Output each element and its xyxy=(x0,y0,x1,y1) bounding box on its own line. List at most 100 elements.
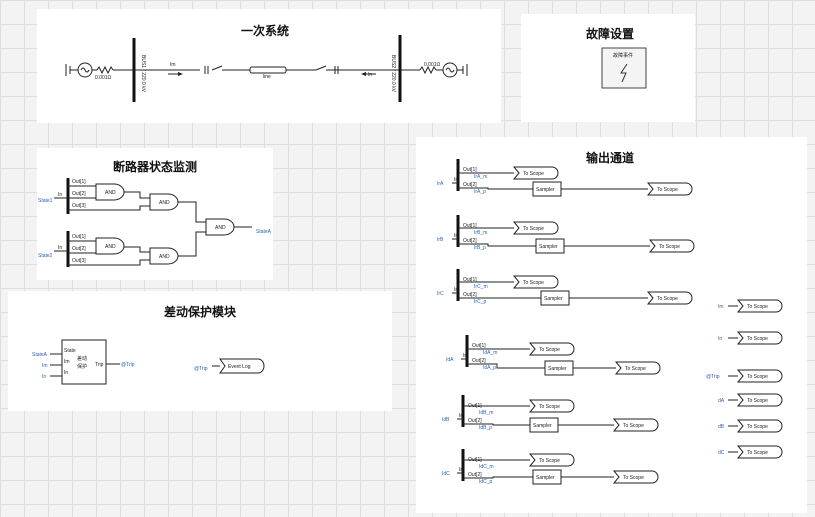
m-signal-idc: IdC_m xyxy=(479,464,494,470)
port-trip: Trip xyxy=(95,362,104,368)
fault-event-label: 故障事件 xyxy=(613,52,633,59)
event-log-input: @Trip xyxy=(194,366,208,372)
port-state: State xyxy=(64,348,76,354)
signal-input-idc: IdC xyxy=(442,471,450,477)
and-gate-2[interactable] xyxy=(149,193,179,211)
breaker-right[interactable] xyxy=(286,65,400,74)
left-source[interactable] xyxy=(65,62,134,78)
scope-p-idb[interactable] xyxy=(612,418,659,432)
single-scope-4[interactable] xyxy=(736,419,783,433)
scope-m-idb[interactable] xyxy=(528,399,575,413)
s1-out1: Out[1] xyxy=(72,179,86,185)
and-gate-1[interactable] xyxy=(95,183,125,201)
m-signal-irc: IrC_m xyxy=(474,284,488,290)
state2-in-label: In xyxy=(58,245,62,251)
single-signal-2: @Trip xyxy=(706,374,720,380)
scope-m-ira[interactable] xyxy=(512,166,559,180)
signal-input-ira: IrA xyxy=(437,181,444,187)
out2-label: Out[2] xyxy=(463,292,477,298)
scope-p-ira-label: To Scope xyxy=(657,187,678,193)
p-signal-irc: IrC_p xyxy=(474,299,486,305)
scope-p-irb-label: To Scope xyxy=(659,244,680,250)
single-scope-0[interactable] xyxy=(736,299,783,313)
scope-m-irc[interactable] xyxy=(512,275,559,289)
right-source-resistance: 0.001Ω xyxy=(424,62,441,68)
output-channel-title: 输出通道 xyxy=(585,151,634,165)
scope-p-ida-label: To Scope xyxy=(625,366,646,372)
single-scope-5-label: To Scope xyxy=(747,450,768,456)
left-source-resistance: 0.001Ω xyxy=(95,75,112,81)
out1-label: Out[1] xyxy=(463,277,477,283)
scope-p-idc[interactable] xyxy=(612,470,659,484)
meas-in-arrow xyxy=(361,72,366,76)
s2-out2: Out[2] xyxy=(72,246,86,252)
sampler-label: Sampler xyxy=(536,475,555,481)
scope-m-idc[interactable] xyxy=(528,453,575,467)
sampler-label: Sampler xyxy=(544,296,563,302)
scope-m-ida[interactable] xyxy=(528,342,575,356)
and-gate-2-label: AND xyxy=(159,200,170,206)
scope-p-idc-label: To Scope xyxy=(623,475,644,481)
out2-label: Out[2] xyxy=(463,182,477,188)
sampler-label: Sampler xyxy=(548,366,567,372)
state1-in-label: In xyxy=(58,192,62,198)
diff-block-text-2: 保护 xyxy=(77,363,87,370)
meas-im-arrow xyxy=(178,72,183,76)
and-gate-1-label: AND xyxy=(105,190,116,196)
single-scope-1[interactable] xyxy=(736,331,783,345)
s2-out3: Out[3] xyxy=(72,258,86,264)
single-signal-3: dA xyxy=(718,398,725,404)
signal-input-ida: IdA xyxy=(446,357,454,363)
scope-m-idb-label: To Scope xyxy=(539,404,560,410)
and-gate-5-label: AND xyxy=(215,225,226,231)
scope-p-irc[interactable] xyxy=(646,291,693,305)
diff-block-text-1: 差动 xyxy=(77,355,87,362)
p-signal-ida: IdA_p xyxy=(483,365,496,371)
scope-m-irb[interactable] xyxy=(512,221,559,235)
and-gate-3[interactable] xyxy=(95,237,125,255)
scope-p-irb[interactable] xyxy=(648,239,695,253)
differential-protection-block[interactable] xyxy=(61,339,107,385)
diff-input-in: In xyxy=(42,374,46,380)
sampler-label: Sampler xyxy=(536,187,555,193)
scope-m-irc-label: To Scope xyxy=(523,280,544,286)
and-gate-4-label: AND xyxy=(159,254,170,260)
single-scope-3[interactable] xyxy=(736,393,783,407)
primary-system-title: 一次系统 xyxy=(240,24,289,38)
out1-label: Out[1] xyxy=(463,167,477,173)
event-log-label: Event Log xyxy=(228,364,251,370)
scope-p-irc-label: To Scope xyxy=(657,296,678,302)
differential-protection-title: 差动保护模块 xyxy=(163,305,236,319)
diff-input-im: Im xyxy=(42,363,48,369)
event-log-block[interactable] xyxy=(219,358,265,374)
breaker-monitor-title: 断路器状态监测 xyxy=(112,160,197,174)
fault-settings-title: 故障设置 xyxy=(585,27,634,41)
scope-p-idb-label: To Scope xyxy=(623,423,644,429)
p-signal-ira: IrA_p xyxy=(474,189,486,195)
and-gate-5[interactable] xyxy=(205,218,235,236)
scope-m-ida-label: To Scope xyxy=(539,347,560,353)
breaker-left[interactable] xyxy=(204,65,250,74)
out2-label: Out[2] xyxy=(468,472,482,478)
in-label: In xyxy=(454,177,458,183)
m-signal-irb: IrB_m xyxy=(474,230,487,236)
diff-input-statea: StateA xyxy=(32,352,48,358)
signal-input-irc: IrC xyxy=(437,291,444,297)
m-signal-ida: IdA_m xyxy=(483,350,497,356)
scope-m-ira-label: To Scope xyxy=(523,171,544,177)
and-gate-3-label: AND xyxy=(105,244,116,250)
line-label: line xyxy=(263,74,271,80)
single-scope-2[interactable] xyxy=(736,369,783,383)
scope-p-ida[interactable] xyxy=(614,361,661,375)
right-source[interactable] xyxy=(400,62,468,78)
signal-input-idb: IdB xyxy=(442,417,450,423)
and-gate-4[interactable] xyxy=(149,247,179,265)
single-scope-5[interactable] xyxy=(736,445,783,459)
in-label: In xyxy=(463,353,467,359)
scope-p-ira[interactable] xyxy=(646,182,693,196)
single-signal-4: dB xyxy=(718,424,725,430)
sampler-label: Sampler xyxy=(533,423,552,429)
fault-event-block[interactable] xyxy=(601,47,647,89)
